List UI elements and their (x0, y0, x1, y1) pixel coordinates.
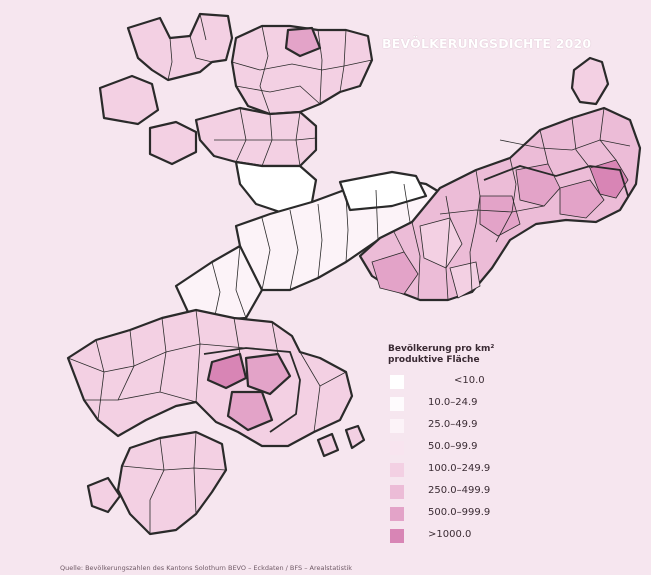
region-east-light-1 (419, 217, 463, 269)
legend-label: 250.0–499.9 (428, 485, 491, 496)
region-north-small (148, 120, 198, 166)
region-south-small-2 (344, 424, 366, 450)
legend-swatch (390, 441, 404, 455)
legend-label: 25.0–49.9 (428, 419, 478, 430)
legend-swatch (390, 463, 404, 477)
region-south-main (116, 430, 228, 536)
legend-classes: <10.0 10.0–24.9 25.0–49.9 50.0–99.9 100.0–24… (388, 372, 548, 548)
region-east-dark-4 (479, 195, 521, 237)
legend-row: 250.0–499.9 (388, 482, 548, 504)
region-south-small-3 (316, 432, 340, 458)
east-dark-cells (371, 159, 629, 299)
east-internal (393, 107, 631, 301)
legend-heading-line1: Bevölkerung pro km² (388, 344, 495, 354)
legend-row: 500.0–999.9 (388, 504, 548, 526)
region-ne-top (570, 56, 610, 106)
map-legend: Bevölkerung pro km² produktive Fläche <1… (388, 344, 548, 548)
legend-row: 100.0–249.9 (388, 460, 548, 482)
district-southwest (66, 308, 354, 448)
legend-row: 10.0–24.9 (388, 394, 548, 416)
district-south (86, 424, 366, 536)
exclave-northeast (570, 56, 610, 106)
legend-label: >1000.0 (428, 529, 472, 540)
legend-label: <10.0 (454, 375, 485, 386)
legend-label: 50.0–99.9 (428, 441, 478, 452)
legend-row: 50.0–99.9 (388, 438, 548, 460)
legend-swatch (390, 507, 404, 521)
map-title: BEVÖLKERUNGSDICHTE 2020 (382, 36, 592, 51)
region-center-white (338, 170, 428, 212)
exclave-northwest (98, 12, 234, 126)
region-sw-dark-2 (244, 352, 292, 396)
north-internal (214, 25, 373, 167)
legend-swatch (390, 485, 404, 499)
district-north (148, 24, 374, 216)
legend-swatch (390, 397, 404, 411)
region-nw-left (98, 74, 160, 126)
legend-heading-line2: produktive Fläche (388, 355, 480, 365)
legend-swatch (390, 419, 404, 433)
legend-row: >1000.0 (388, 526, 548, 548)
legend-row: <10.0 (388, 372, 548, 394)
region-sw-dark-3 (226, 390, 274, 432)
legend-swatch (390, 375, 404, 389)
source-note: Quelle: Bevölkerungszahlen des Kantons S… (60, 564, 353, 572)
region-east-light-2 (449, 261, 481, 299)
region-nw-top (126, 12, 234, 82)
region-south-small-1 (86, 476, 122, 514)
region-north-lower (194, 106, 318, 168)
legend-row: 25.0–49.9 (388, 416, 548, 438)
region-east-dark-2 (559, 179, 605, 219)
nw-internal (167, 13, 213, 81)
south-internal (121, 431, 227, 534)
legend-swatch (390, 529, 404, 543)
legend-heading: Bevölkerung pro km² produktive Fläche (388, 344, 548, 366)
region-sw-dark-1 (206, 352, 248, 390)
region-north-dark (284, 26, 322, 58)
legend-label: 10.0–24.9 (428, 397, 478, 408)
legend-label: 100.0–249.9 (428, 463, 491, 474)
center-internal (211, 183, 411, 321)
sw-internal (67, 309, 347, 433)
east-inner-boundary (483, 165, 629, 197)
region-east-dark-5 (371, 251, 419, 295)
legend-label: 500.0–999.9 (428, 507, 491, 518)
